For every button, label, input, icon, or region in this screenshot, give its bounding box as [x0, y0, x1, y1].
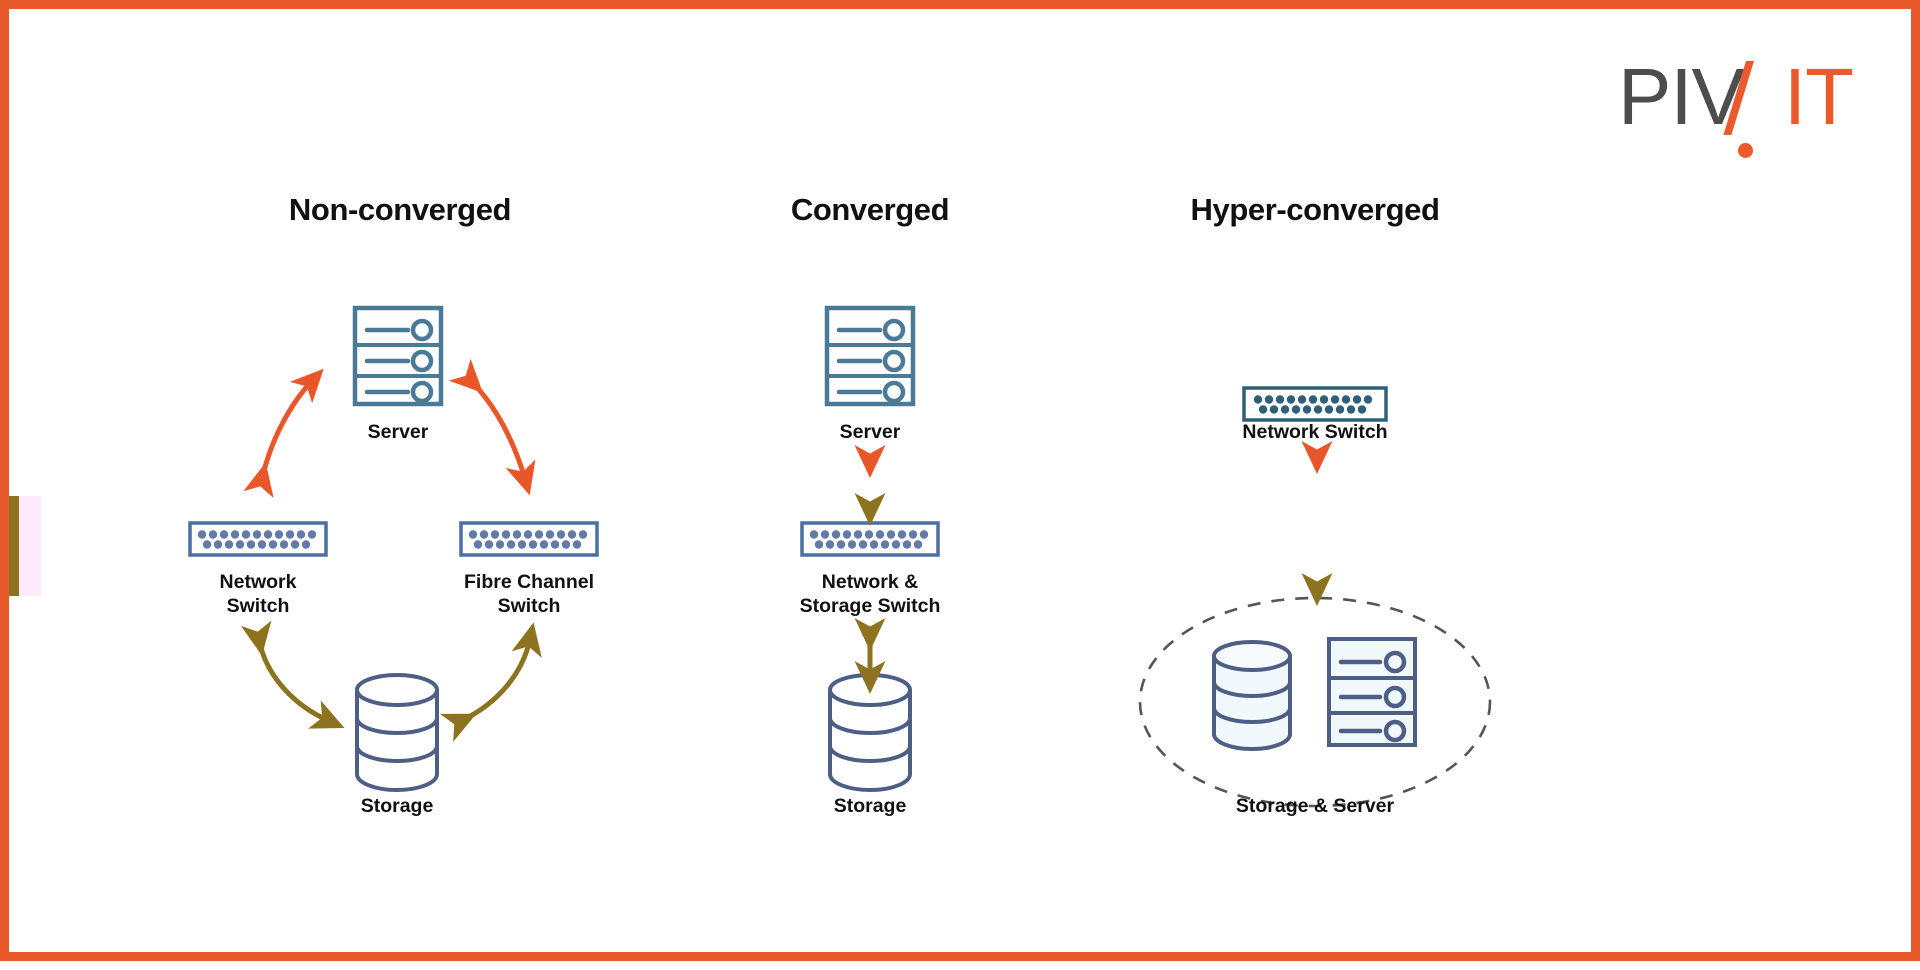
node-label-storage: Storage: [360, 795, 434, 817]
column-title-non-converged: Non-converged: [288, 192, 512, 227]
connection-layer-hyper-converged: [1301, 440, 1333, 606]
connection-storage-fibre-channel-switch: [439, 622, 542, 742]
node-label-server: Server: [367, 421, 429, 443]
node-label-storage: Storage: [833, 795, 907, 817]
pivit-logo[interactable]: PIV IT: [1617, 52, 1854, 158]
storage-icon[interactable]: [826, 673, 914, 792]
connection-network-switch-server: [243, 368, 324, 499]
node-label-network-switch: Network Switch: [1242, 421, 1388, 443]
network-switch-icon[interactable]: [1242, 386, 1388, 422]
fibre-channel-switch-icon[interactable]: [459, 521, 599, 557]
logo-text-accent: IT: [1783, 52, 1854, 141]
diagram-canvas: PIV IT Non-converged Converged Hyper-con…: [9, 9, 1911, 952]
node-label-network-storage-switch: Network & Storage Switch: [799, 571, 941, 617]
storage-icon[interactable]: [353, 673, 441, 792]
server-icon[interactable]: [352, 305, 444, 407]
connection-server-fibre-channel-switch: [448, 358, 536, 496]
node-label-storage-and-server: Storage & Server: [1235, 795, 1395, 817]
network-storage-switch-icon[interactable]: [800, 521, 940, 557]
server-icon[interactable]: [824, 305, 916, 407]
node-label-server: Server: [839, 421, 901, 443]
network-switch-icon[interactable]: [188, 521, 328, 557]
node-label-network-switch: Network Switch: [219, 571, 297, 617]
connection-layer-non-converged: [240, 358, 542, 742]
connection-layer-converged: [854, 444, 886, 694]
column-title-hyper-converged: Hyper-converged: [1190, 192, 1440, 227]
logo-text-dark: PIV: [1617, 52, 1745, 141]
connection-network-switch-storage: [240, 620, 345, 729]
node-label-fibre-channel-switch: Fibre Channel Switch: [463, 571, 595, 617]
left-edge-artifact-tint: [19, 496, 41, 596]
storage-server-group-icon[interactable]: [1138, 592, 1492, 812]
logo-dot-icon: [1737, 143, 1753, 158]
column-title-converged: Converged: [790, 192, 950, 227]
left-edge-artifact: [9, 496, 19, 596]
